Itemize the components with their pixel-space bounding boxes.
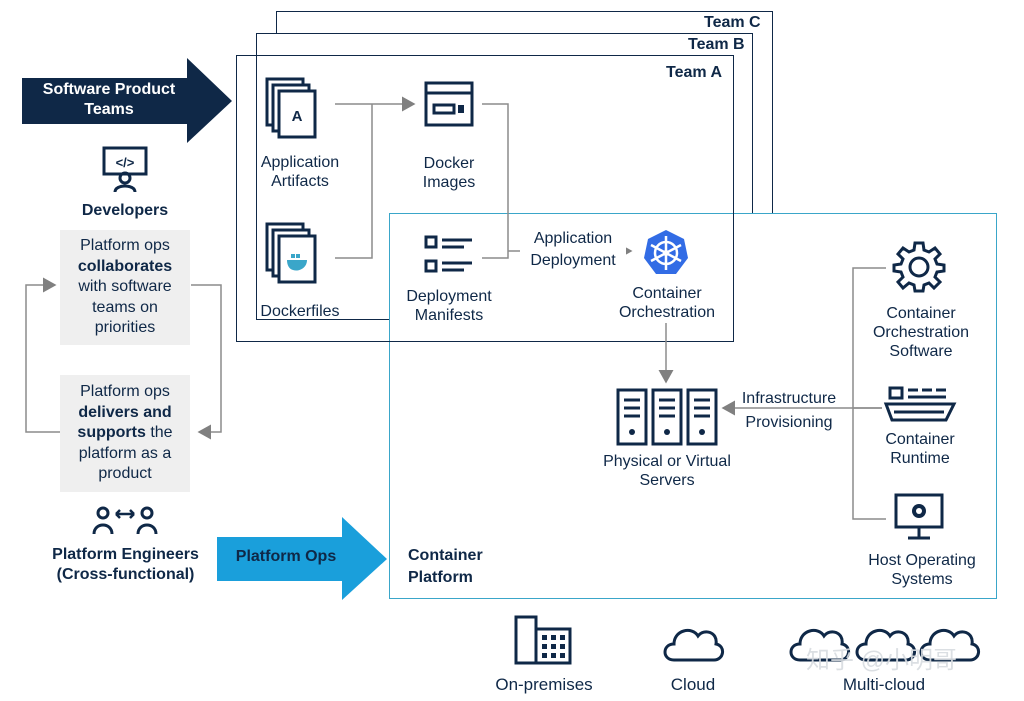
deliver-post: the platform as a product bbox=[78, 424, 173, 482]
team-a-box bbox=[236, 55, 734, 342]
team-b-label: Team B bbox=[688, 36, 745, 53]
docker-image-icon bbox=[424, 81, 474, 127]
onprem-label: On-premises bbox=[495, 675, 593, 694]
container-platform-box bbox=[389, 213, 997, 599]
svg-text:</>: </> bbox=[116, 155, 135, 170]
gear-icon bbox=[892, 241, 946, 293]
manifest-list-icon bbox=[424, 235, 472, 273]
collab-bold: collaborates bbox=[77, 257, 173, 275]
cloud-label: Cloud bbox=[670, 675, 716, 694]
collab-pre: Platform ops bbox=[80, 237, 170, 254]
runtime-label: Container Runtime bbox=[885, 431, 955, 467]
multicloud-label: Multi-cloud bbox=[842, 675, 926, 694]
team-a-label: Team A bbox=[666, 64, 723, 81]
developers-label: Developers bbox=[81, 202, 169, 219]
delivers-box: Platform ops delivers and supports the p… bbox=[60, 375, 190, 492]
svg-text:A: A bbox=[292, 108, 303, 125]
collaborates-box: Platform ops collaborates with software … bbox=[60, 230, 190, 345]
orch-software-label: Container Orchestration Software bbox=[872, 305, 970, 360]
app-deployment-label: Application Deployment bbox=[520, 228, 626, 272]
container-ship-icon bbox=[883, 386, 957, 422]
infra-provisioning-label: Infrastructure Provisioning bbox=[741, 390, 837, 431]
software-product-teams-arrow bbox=[22, 58, 232, 143]
docker-images-label: Docker Images bbox=[422, 155, 476, 191]
cloud-icon bbox=[663, 628, 724, 662]
container-orchestration-label: Container Orchestration bbox=[618, 285, 716, 321]
platform-engineers-icon bbox=[92, 506, 158, 535]
dockerfile-stack-icon bbox=[265, 222, 317, 284]
app-artifacts-label: Application Artifacts bbox=[260, 154, 340, 190]
servers-icon bbox=[616, 388, 718, 446]
deliver-bold: delivers and supports bbox=[77, 403, 172, 442]
document-stack-icon: A bbox=[265, 77, 317, 139]
platform-engineers-label: Platform Engineers (Cross-functional) bbox=[52, 546, 199, 583]
software-product-teams-label: Software Product Teams bbox=[42, 81, 176, 118]
dockerfiles-label: Dockerfiles bbox=[260, 303, 340, 320]
deployment-manifests-label: Deployment Manifests bbox=[406, 288, 492, 324]
multi-cloud-icon bbox=[789, 628, 980, 662]
kubernetes-icon bbox=[644, 230, 688, 274]
building-icon bbox=[514, 615, 572, 665]
team-c-label: Team C bbox=[704, 14, 761, 31]
platform-ops-label: Platform Ops bbox=[235, 548, 337, 565]
collab-post: with software teams on priorities bbox=[78, 278, 172, 336]
monitor-settings-icon bbox=[894, 493, 944, 540]
deliver-pre: Platform ops bbox=[80, 383, 170, 400]
developer-icon: </> bbox=[102, 146, 148, 193]
container-platform-title: Container Platform bbox=[408, 547, 483, 586]
platform-ops-arrow bbox=[217, 517, 387, 600]
watermark: 知乎 @小明哥 bbox=[806, 647, 958, 674]
host-os-label: Host Operating Systems bbox=[868, 552, 976, 588]
servers-label: Physical or Virtual Servers bbox=[603, 453, 731, 489]
